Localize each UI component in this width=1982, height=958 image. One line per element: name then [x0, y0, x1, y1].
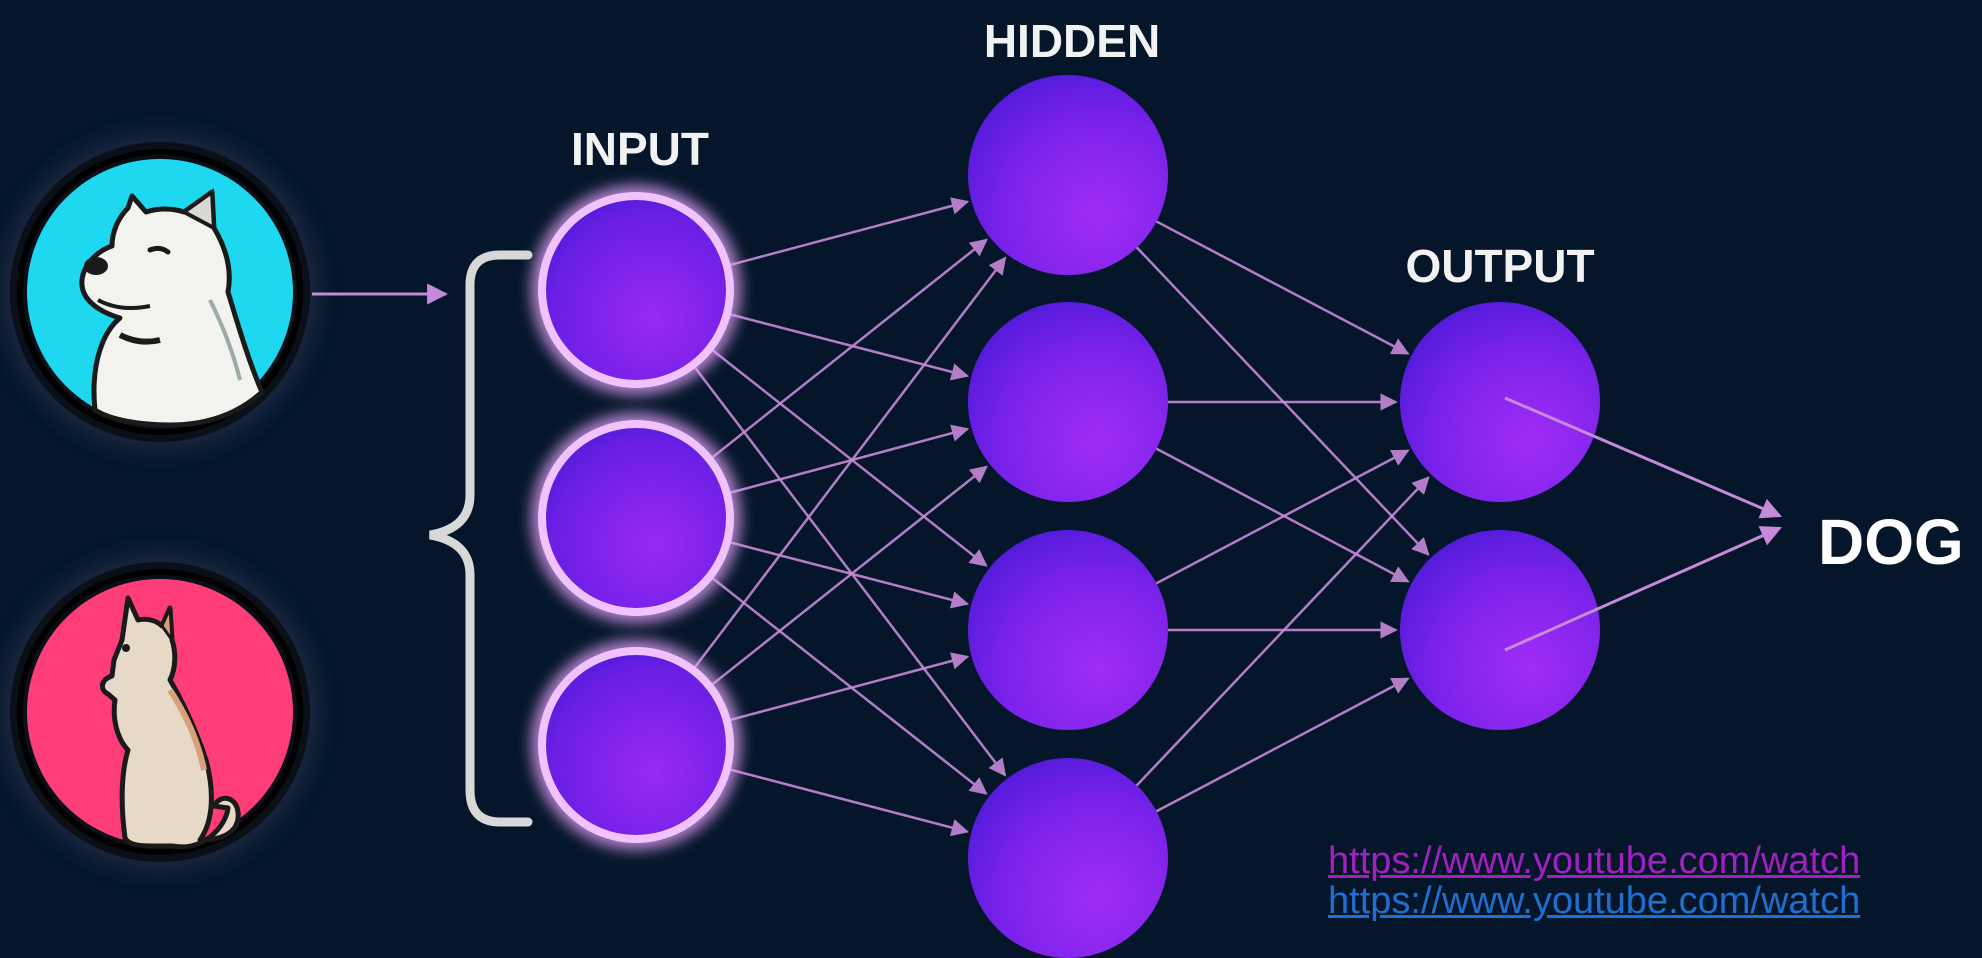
connection-arrow	[1151, 677, 1410, 815]
input-node	[531, 185, 741, 395]
video-link[interactable]: https://www.youtube.com/watch	[1328, 880, 1861, 922]
connection-arrow	[724, 652, 970, 723]
input-node	[531, 640, 741, 850]
connection-arrow	[1151, 449, 1410, 587]
connection-arrow	[724, 311, 970, 381]
connection-arrow	[1151, 218, 1410, 355]
dog-image	[0, 132, 320, 452]
input-node	[531, 413, 741, 623]
dog-icon	[79, 188, 265, 428]
output-layer	[1400, 302, 1600, 730]
connection-arrow	[707, 465, 988, 689]
output-label: OUTPUT	[1405, 240, 1594, 292]
output-node	[1400, 302, 1600, 502]
hidden-node	[968, 530, 1168, 730]
video-link[interactable]: https://www.youtube.com/watch	[1328, 840, 1861, 882]
hidden-layer	[968, 75, 1168, 958]
input-layer	[531, 185, 741, 850]
hidden-label: HIDDEN	[984, 15, 1160, 67]
connection-arrow	[724, 539, 970, 609]
connection-arrow	[1132, 243, 1430, 556]
result-label: DOG	[1818, 506, 1964, 578]
connection-arrow	[724, 197, 970, 268]
output-node	[1400, 530, 1600, 730]
connection-arrow	[707, 238, 988, 462]
connection-arrow	[707, 573, 988, 795]
hidden-node	[968, 75, 1168, 275]
connection-arrow	[1132, 476, 1430, 790]
output-to-result-arrow	[1504, 526, 1782, 652]
hidden-node	[968, 302, 1168, 502]
connection-arrow	[724, 767, 970, 837]
connection-arrow	[690, 256, 1007, 673]
input-label: INPUT	[571, 123, 709, 175]
connection-arrow	[707, 345, 988, 567]
connection-arrow	[724, 424, 970, 496]
hidden-node	[968, 758, 1168, 958]
cat-image	[0, 552, 320, 872]
connections	[690, 197, 1430, 837]
cat-icon	[100, 595, 241, 850]
connection-arrow	[1151, 445, 1410, 583]
connection-arrow	[690, 362, 1007, 777]
output-to-result-arrow	[1504, 396, 1782, 519]
input-brace	[429, 250, 533, 827]
